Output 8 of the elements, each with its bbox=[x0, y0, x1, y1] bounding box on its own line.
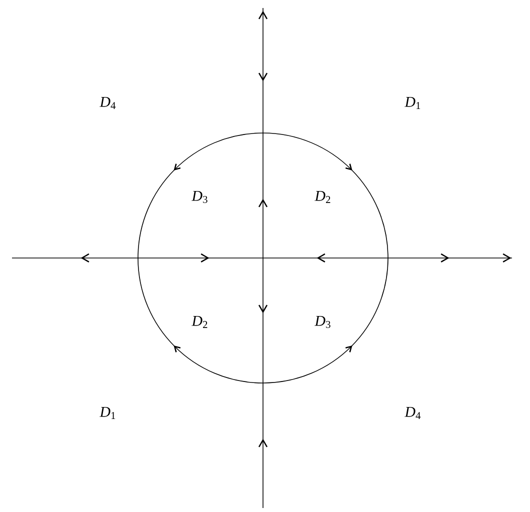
region-label: D$_{3}$ bbox=[192, 190, 208, 204]
region-label: D$_{1}$ bbox=[404, 97, 420, 109]
region-label: D$_{4}$ bbox=[404, 407, 421, 419]
region-label: D$_{1}$ bbox=[100, 407, 116, 419]
region-label: D$_{3}$ bbox=[314, 316, 330, 328]
region-label: D$_{4}$ bbox=[100, 97, 116, 109]
region-label: D$_{2}$ bbox=[192, 316, 208, 328]
region-label: D$_{2}$ bbox=[314, 191, 330, 203]
